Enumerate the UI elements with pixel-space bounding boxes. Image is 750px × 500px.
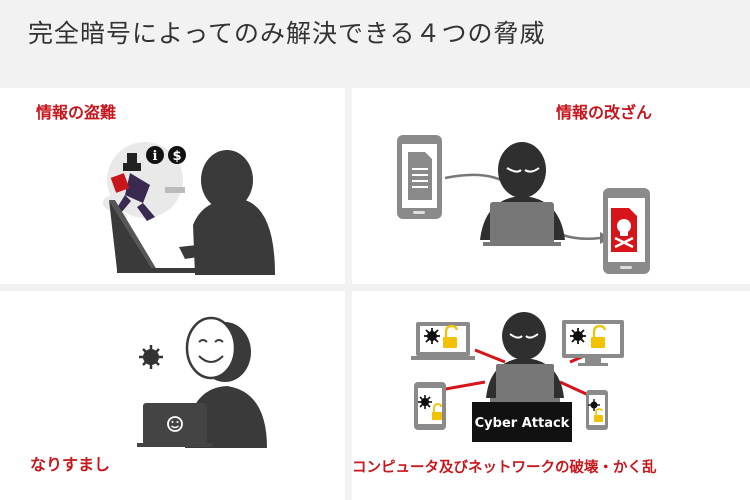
laptop-icon (483, 202, 561, 246)
label-impersonation: なりすまし (30, 455, 111, 474)
virus-icon (570, 328, 586, 344)
lock-icon (591, 324, 607, 348)
virus-icon (418, 395, 432, 409)
info-icon: i (146, 146, 164, 164)
virus-icon (424, 328, 440, 344)
cyber-attack-text: Cyber Attack (475, 416, 570, 431)
label-network-disruption: コンピュータ及びネットワークの破壊・かく乱 (352, 460, 657, 476)
document-icon (408, 152, 432, 200)
smile-icon (167, 416, 183, 432)
cyber-attack-box (472, 402, 572, 442)
label-tampering: 情報の改ざん (556, 103, 653, 122)
svg-text:i: i (153, 149, 158, 164)
lock-icon (443, 324, 459, 348)
cyber-attack-illustration: Cyber Attack (411, 312, 624, 442)
virus-icon (139, 345, 163, 369)
svg-text:$: $ (172, 149, 181, 164)
page-title: 完全暗号によってのみ解決できる４つの脅威 (28, 19, 546, 48)
mask-icon (185, 316, 237, 380)
theft-illustration: i $ (103, 142, 275, 275)
impersonation-illustration (137, 316, 267, 448)
laptop-icon (109, 200, 217, 273)
tampering-illustration (397, 135, 650, 274)
lock-icon (432, 403, 442, 420)
hacker-icon (179, 150, 275, 275)
dollar-icon: $ (168, 146, 186, 164)
label-theft: 情報の盗難 (36, 103, 117, 122)
skull-icon (611, 208, 637, 252)
panel-impersonation (0, 291, 345, 500)
virus-icon (588, 399, 600, 411)
laptop-icon (137, 403, 213, 447)
laptop-icon (490, 364, 560, 402)
lock-icon (594, 408, 603, 422)
